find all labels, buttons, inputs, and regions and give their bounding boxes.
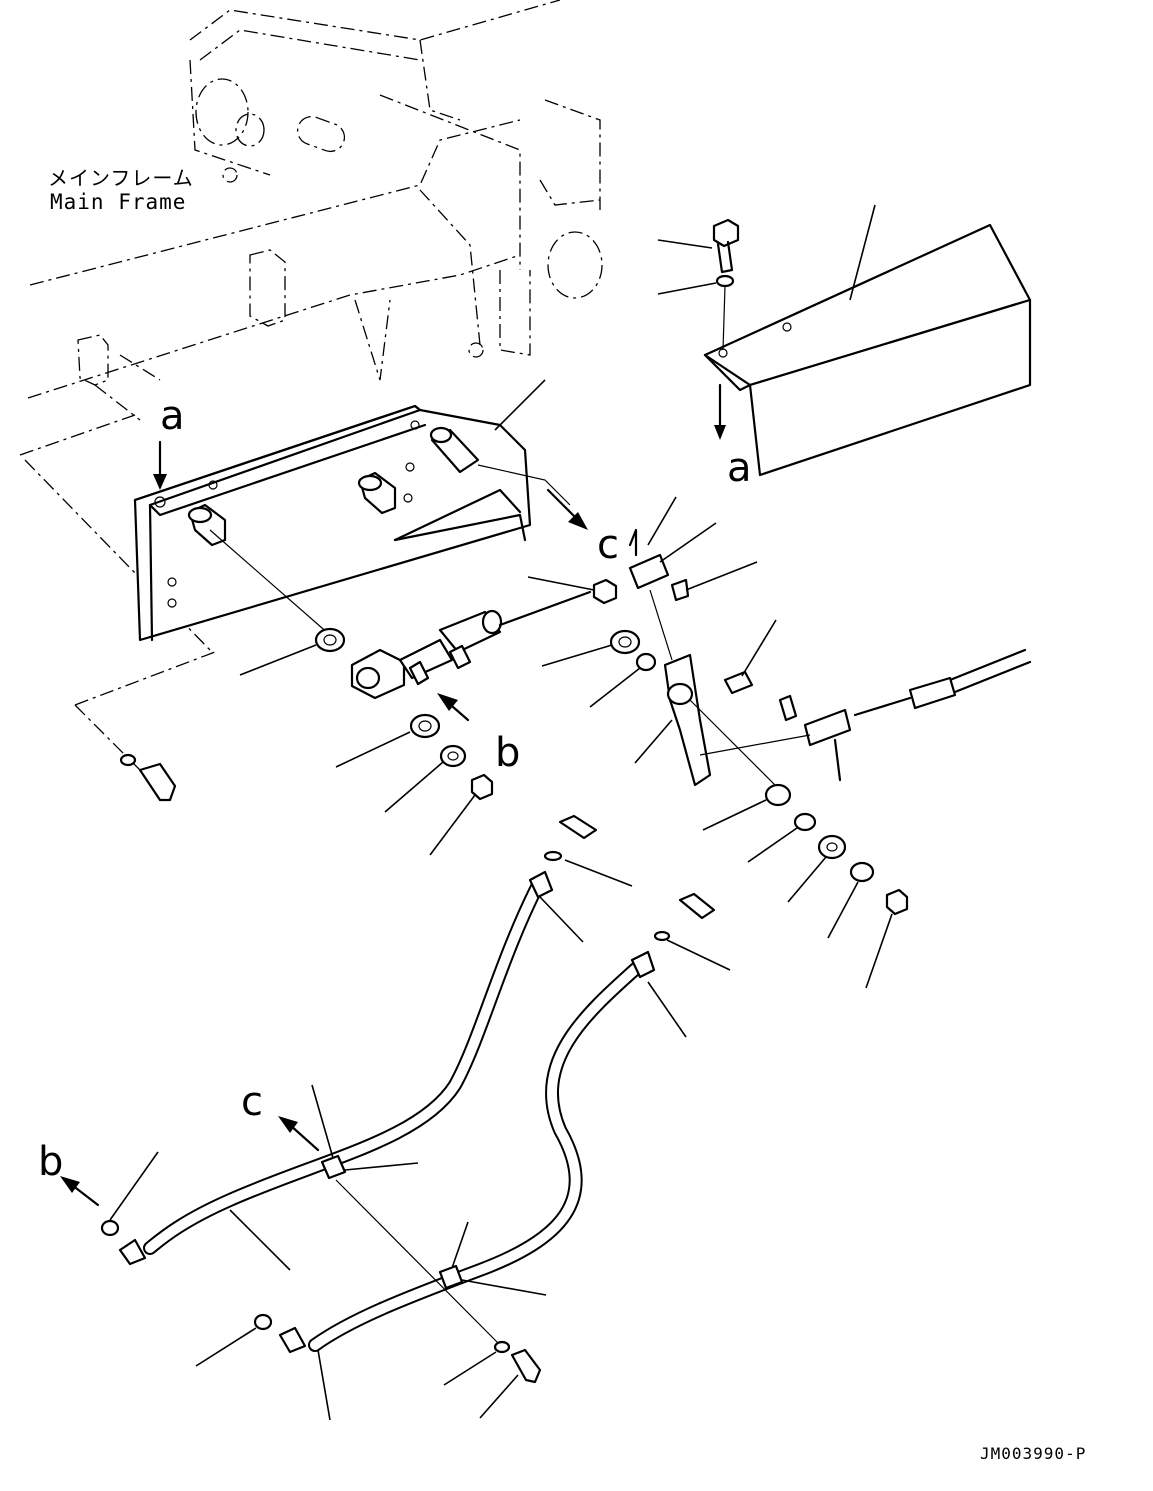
ref-label-a-right: a <box>727 445 752 491</box>
ref-label-b-bottom: b <box>38 1139 64 1185</box>
cover-plate <box>703 223 1032 477</box>
ref-label-c-top: c <box>597 522 619 568</box>
ref-label-c-bottom: c <box>241 1079 263 1125</box>
cable-end <box>699 648 1032 782</box>
lever-arm <box>663 653 781 791</box>
ref-label-a-left: a <box>160 393 185 439</box>
main-frame-label-jp: メインフレーム <box>48 166 194 190</box>
cover-bolt <box>712 218 740 440</box>
drawing-code: JM003990-P <box>980 1444 1087 1463</box>
hose-upper <box>118 870 554 1266</box>
washer <box>314 627 346 653</box>
hose-lower <box>278 950 656 1354</box>
cylinder-assembly <box>209 529 592 700</box>
ref-label-b-mid: b <box>495 730 521 776</box>
bracket-plate <box>133 404 532 642</box>
main-frame-outline <box>19 0 603 781</box>
main-frame-label-en: Main Frame <box>50 190 187 214</box>
leader-lines <box>109 204 893 1421</box>
